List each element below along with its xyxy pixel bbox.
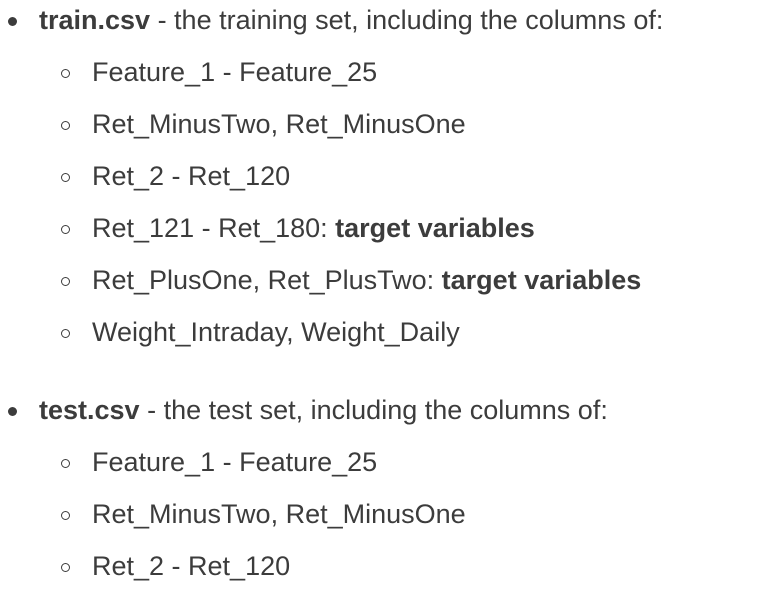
sub-list-test: Feature_1 - Feature_25 Ret_MinusTwo, Ret…	[0, 442, 758, 598]
bullet-circle-icon	[61, 511, 70, 520]
list-item: Feature_1 - Feature_25	[0, 442, 758, 494]
filename-test: test.csv	[39, 395, 140, 425]
bullet-item-test: test.csv - the test set, including the c…	[0, 390, 758, 598]
list-item: Ret_MinusTwo, Ret_MinusOne	[0, 104, 758, 156]
description-train: - the training set, including the column…	[150, 5, 664, 35]
bullet-disc-icon	[8, 407, 17, 416]
bullet-circle-icon	[61, 459, 70, 468]
target-variables-label: target variables	[335, 213, 535, 243]
bullet-circle-icon	[61, 563, 70, 572]
bullet-heading-test: test.csv - the test set, including the c…	[0, 390, 758, 430]
sub-list-train: Feature_1 - Feature_25 Ret_MinusTwo, Ret…	[0, 52, 758, 364]
bullet-heading-train: train.csv - the training set, including …	[0, 0, 758, 40]
target-variables-label: target variables	[441, 265, 642, 295]
list-item: Ret_2 - Ret_120	[0, 546, 758, 598]
list-item: Feature_1 - Feature_25	[0, 52, 758, 104]
description-test: - the test set, including the columns of…	[139, 395, 608, 425]
bullet-circle-icon	[61, 69, 70, 78]
bullet-circle-icon	[61, 329, 70, 338]
list-item: Ret_PlusOne, Ret_PlusTwo: target variabl…	[0, 260, 758, 312]
bullet-disc-icon	[8, 17, 17, 26]
bullet-circle-icon	[61, 173, 70, 182]
list-item: Ret_2 - Ret_120	[0, 156, 758, 208]
bullet-circle-icon	[61, 121, 70, 130]
bullet-circle-icon	[61, 225, 70, 234]
filename-train: train.csv	[39, 5, 151, 35]
list-item: Ret_MinusTwo, Ret_MinusOne	[0, 494, 758, 546]
list-item: Weight_Intraday, Weight_Daily	[0, 312, 758, 364]
bullet-circle-icon	[61, 277, 70, 286]
bullet-item-train: train.csv - the training set, including …	[0, 0, 758, 364]
list-item: Ret_121 - Ret_180: target variables	[0, 208, 758, 260]
